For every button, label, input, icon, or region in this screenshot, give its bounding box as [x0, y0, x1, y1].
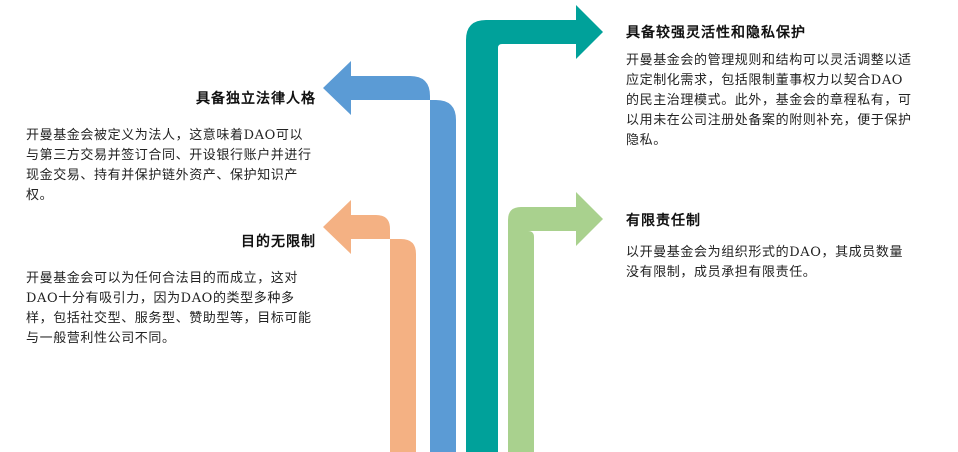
- arrow-flexibility-privacy: [466, 5, 603, 452]
- item-description: 开曼基金会可以为任何合法目的而成立，这对DAO十分有吸引力，因为DAO的类型多种…: [26, 271, 312, 346]
- item-title: 目的无限制: [241, 234, 316, 250]
- item-title: 具备较强灵活性和隐私保护: [626, 25, 806, 41]
- item-description: 开曼基金会的管理规则和结构可以灵活调整以适应定制化需求，包括限制董事权力以契合D…: [626, 53, 912, 148]
- item-description: 开曼基金会被定义为法人，这意味着DAO可以与第三方交易并签订合同、开设银行账户并…: [26, 128, 312, 203]
- item-flexibility-privacy: 具备较强灵活性和隐私保护 开曼基金会的管理规则和结构可以灵活调整以适应定制化需求…: [626, 22, 916, 151]
- item-limited-liability: 有限责任制 以开曼基金会为组织形式的DAO，其成员数量没有限制，成员承担有限责任…: [626, 210, 916, 283]
- item-unrestricted-purpose: 目的无限制 开曼基金会可以为任何合法目的而成立，这对DAO十分有吸引力，因为DA…: [26, 231, 316, 349]
- item-description: 以开曼基金会为组织形式的DAO，其成员数量没有限制，成员承担有限责任。: [626, 245, 904, 280]
- arrow-legal-personality: [323, 61, 456, 452]
- item-title: 有限责任制: [626, 213, 701, 229]
- arrow-unrestricted-purpose: [323, 200, 416, 452]
- item-legal-personality: 具备独立法律人格 开曼基金会被定义为法人，这意味着DAO可以与第三方交易并签订合…: [26, 88, 316, 206]
- arrow-limited-liability: [508, 192, 603, 452]
- item-title: 具备独立法律人格: [196, 91, 316, 107]
